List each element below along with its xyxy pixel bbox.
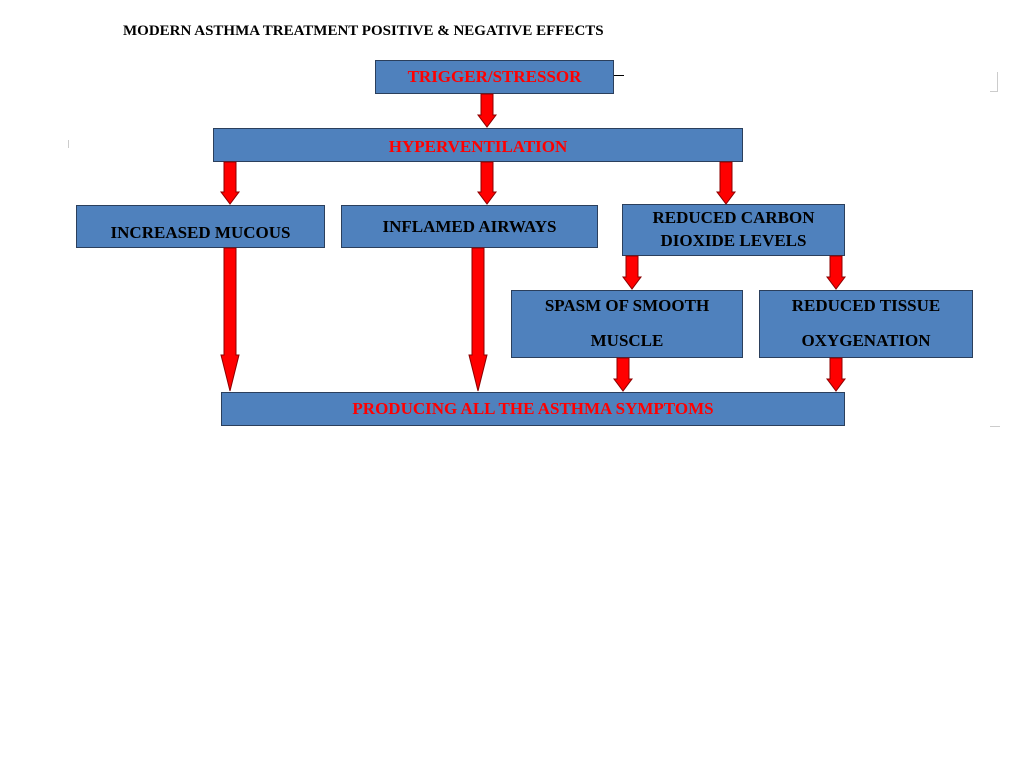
edge-mark-top-right [997,72,998,92]
node-hyperventilation: HYPERVENTILATION [213,128,743,162]
node-reduced-tissue-oxygenation-line2: OXYGENATION [801,331,931,350]
node-smooth-muscle-spasm-line2: MUSCLE [590,331,664,350]
node-reduced-co2: REDUCED CARBON DIOXIDE LEVELS [622,204,845,256]
edge-mark-right [990,426,1000,427]
node-asthma-symptoms: PRODUCING ALL THE ASTHMA SYMPTOMS [221,392,845,426]
arrow-hyperventilation-to-mucous [220,161,240,205]
node-hyperventilation-label: HYPERVENTILATION [388,137,568,156]
node-reduced-co2-line1: REDUCED CARBON [652,208,815,228]
node-trigger-stressor-label: TRIGGER/STRESSOR [407,67,582,87]
node-smooth-muscle-spasm-line1: SPASM OF SMOOTH [544,296,710,316]
node-smooth-muscle-spasm: SPASM OF SMOOTH MUSCLE [511,290,743,358]
arrow-airways-to-symptoms [468,247,488,392]
node-reduced-tissue-oxygenation-line1: REDUCED TISSUE [791,296,941,316]
node-reduced-tissue-oxygenation: REDUCED TISSUE OXYGENATION [759,290,973,358]
arrow-trigger-to-hyperventilation [477,93,497,128]
node-inflamed-airways-label: INFLAMED AIRWAYS [382,217,557,236]
node-increased-mucous: INCREASED MUCOUS [76,205,325,248]
node-asthma-symptoms-label: PRODUCING ALL THE ASTHMA SYMPTOMS [352,399,714,419]
edge-mark-left [68,140,69,148]
edge-mark-top-right-base [990,91,998,92]
arrow-hyperventilation-to-co2 [716,161,736,205]
arrow-co2-to-spasm [622,255,642,290]
node-increased-mucous-label: INCREASED MUCOUS [110,222,291,242]
arrow-hyperventilation-to-airways [477,161,497,205]
arrow-co2-to-tissue [826,255,846,290]
node-inflamed-airways: INFLAMED AIRWAYS [341,205,598,248]
node-trigger-stressor: TRIGGER/STRESSOR [375,60,614,94]
arrow-tissue-to-symptoms [826,357,846,392]
trigger-tick-mark [614,75,624,76]
arrow-mucous-to-symptoms [220,247,240,392]
arrow-spasm-to-symptoms [613,357,633,392]
node-reduced-co2-line2: DIOXIDE LEVELS [660,231,807,250]
diagram-title: MODERN ASTHMA TREATMENT POSITIVE & NEGAT… [123,23,604,39]
